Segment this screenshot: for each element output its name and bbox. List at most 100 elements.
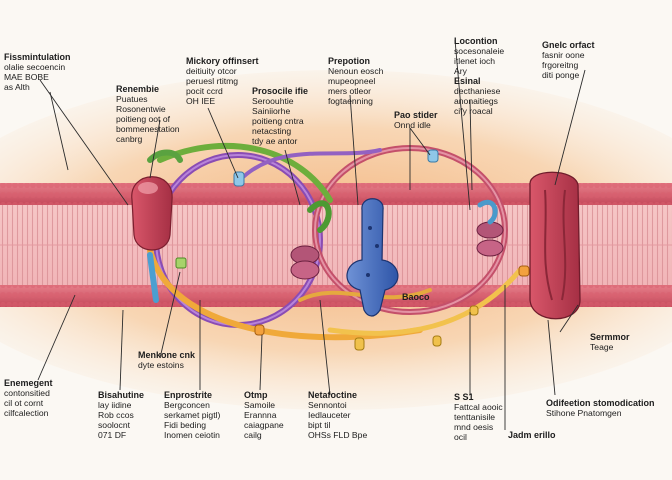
label-locontion: Locontion socesonaleie itlenet ioch Ary (454, 36, 504, 76)
label-line: decthaniese (454, 86, 501, 96)
label-line: Odifeetion stomodication (546, 398, 655, 408)
label-line: Rosonentwie (116, 104, 166, 114)
label-esinal: Esinal decthaniese anonaitiegs cify roac… (454, 76, 500, 116)
label-line: Bergconcen (164, 400, 210, 410)
label-line: MAE BOBE (4, 72, 49, 82)
label-line: deitiuity otcor (186, 66, 237, 76)
label-baoco: Baoco (402, 292, 430, 302)
label-line: Enemegent (4, 378, 53, 388)
label-line: cilfcalection (4, 408, 49, 418)
label-line: olalie secoencin (4, 62, 66, 72)
label-line: Locontion (454, 36, 498, 46)
label-gnelc: Gnelc orfact fasnir oone frgoreitng diti… (542, 40, 595, 80)
label-line: 071 DF (98, 430, 127, 440)
label-line: Fattcal aooic (454, 402, 503, 412)
label-line: Erannna (244, 410, 277, 420)
label-line: serkamet pigtl) (164, 410, 221, 420)
label-line: Onnd idle (394, 120, 431, 130)
receptor-protein (131, 149, 183, 303)
label-line: Inomen ceiotin (164, 430, 220, 440)
label-line: Samoile (244, 400, 276, 410)
label-otmp: Otmp Samoile Erannna caiagpane cailg (244, 390, 284, 440)
label-line: peruesl rtitmg (186, 76, 239, 86)
label-line: poitieng cntra (252, 116, 304, 126)
label-ssi: S S1 Fattcal aooic tenttanisile mnd oesi… (454, 392, 503, 442)
label-pao: Pao stider Onnd idle (394, 110, 438, 130)
label-line: Sermmor (590, 332, 630, 342)
label-line: diti ponge (542, 70, 580, 80)
label-line: Ary (454, 66, 467, 76)
label-menkone: Menkone cnk dyte estoins (138, 350, 195, 370)
label-line: poitieng oot of (116, 114, 170, 124)
label-line: netacsting (252, 126, 292, 136)
label-line: cify roacal (454, 106, 493, 116)
label-line: cailg (244, 430, 262, 440)
label-line: caiagpane (244, 420, 284, 430)
label-line: mupeopneel (328, 76, 376, 86)
label-line: Iedlauceter (308, 410, 351, 420)
label-line: OH IEE (186, 96, 216, 106)
label-jadm: Jadm erillo (508, 430, 556, 440)
label-line: pocit ccrd (186, 86, 223, 96)
label-line: socesonaleie (454, 46, 505, 56)
label-line: bipt til (308, 420, 331, 430)
label-line: bommenestation (116, 124, 180, 134)
label-sermmor: Sermmor Teage (590, 332, 630, 352)
label-line: itlenet ioch (454, 56, 496, 66)
label-line: as Alth (4, 82, 30, 92)
label-line: cil ot cornt (4, 398, 44, 408)
label-line: Teage (590, 342, 614, 352)
label-line: mnd oesis (454, 422, 494, 432)
label-line: mers otleor (328, 86, 371, 96)
label-line: Fissmintulation (4, 52, 71, 62)
label-line: Rob ccos (98, 410, 134, 420)
label-line: Renembie (116, 84, 160, 94)
label-line: Jadm erillo (508, 430, 556, 440)
label-line: Sainiiorhe (252, 106, 291, 116)
label-line: Menkone cnk (138, 350, 196, 360)
label-line: OHSs FLD Bpe (308, 430, 368, 440)
label-line: fasnir oone (542, 50, 585, 60)
label-line: ocil (454, 432, 467, 442)
label-line: Seroouhtie (252, 96, 294, 106)
label-prepotion: Prepotion Nenoun eosch mupeopneel mers o… (328, 56, 383, 106)
label-line: Nenoun eosch (328, 66, 384, 76)
label-receptor: Renembie Puatues Rosonentwie poitieng oo… (116, 84, 180, 144)
label-line: Pao stider (394, 110, 438, 120)
transmembrane-channel-right (529, 171, 581, 320)
label-line: Prosocile ifie (252, 86, 309, 96)
label-line: tdy ae antor (252, 136, 298, 146)
label-line: Stihone Pnatomgen (546, 408, 622, 418)
label-prosocile: Prosocile ifie Seroouhtie Sainiiorhe poi… (252, 86, 308, 146)
label-netafoctine: Netafoctine Sennontoi Iedlauceter bipt t… (308, 390, 367, 440)
label-line: Baoco (402, 292, 430, 302)
label-line: contonsitied (4, 388, 50, 398)
label-enprostrite: Enprostrite Bergconcen serkamet pigtl) F… (164, 390, 220, 440)
label-enemegent: Enemegent contonsitied cil ot cornt cilf… (4, 378, 53, 418)
label-line: Prepotion (328, 56, 370, 66)
label-top-left: Fissmintulation olalie secoencin MAE BOB… (4, 52, 71, 92)
central-channel-protein (346, 198, 399, 317)
label-line: Gnelc orfact (542, 40, 595, 50)
label-line: Fidi beding (164, 420, 207, 430)
label-line: dyte estoins (138, 360, 184, 370)
label-line: lay iidine (98, 400, 132, 410)
label-line: canbrg (116, 134, 143, 144)
label-line: Enprostrite (164, 390, 213, 400)
label-line: Sennontoi (308, 400, 347, 410)
label-line: Otmp (244, 390, 268, 400)
label-line: S S1 (454, 392, 474, 402)
label-odifer: Odifeetion stomodication Stihone Pnatomg… (546, 398, 655, 418)
label-line: tenttanisile (454, 412, 496, 422)
label-line: fogtaenning (328, 96, 373, 106)
label-line: soolocnt (98, 420, 131, 430)
coiled-linker-proteins (290, 199, 504, 280)
label-line: anonaitiegs (454, 96, 498, 106)
label-line: Puatues (116, 94, 148, 104)
label-line: frgoreitng (542, 60, 579, 70)
label-line: Bisahutine (98, 390, 145, 400)
label-line: Mickory offinsert (186, 56, 259, 66)
label-bisahutine: Bisahutine lay iidine Rob ccos soolocnt … (98, 390, 144, 440)
